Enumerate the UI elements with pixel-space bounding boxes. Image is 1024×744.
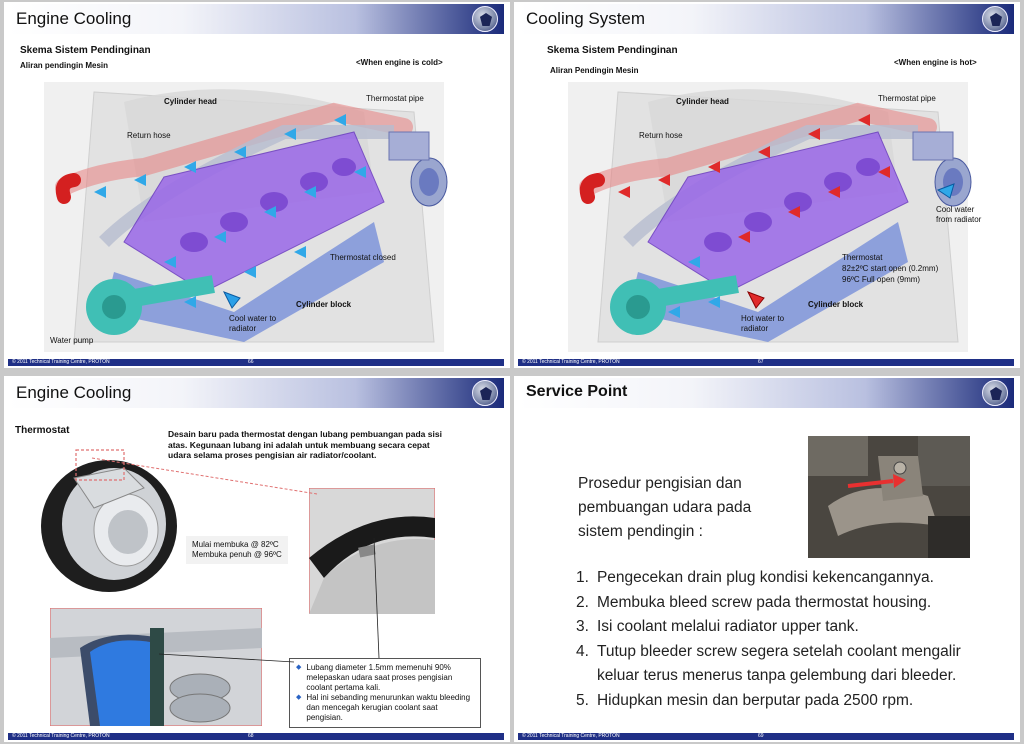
step-item: 2. Membuka bleed screw pada thermostat ho… bbox=[576, 591, 969, 616]
diagram-subheading: Aliran Pendingin Mesin bbox=[550, 66, 639, 75]
note-text: Lubang diameter 1.5mm memenuhi 90% melep… bbox=[306, 663, 453, 692]
label-thermostat-closed: Thermostat closed bbox=[330, 253, 396, 262]
label-cool-water-line2: radiator bbox=[229, 324, 257, 333]
step-text: Membuka bleed screw pada thermostat hous… bbox=[596, 593, 932, 611]
label-return-hose: Return hose bbox=[127, 131, 171, 140]
proton-logo-icon bbox=[982, 6, 1008, 32]
slide-header: Service Point bbox=[518, 378, 1014, 408]
label-thermostat-pipe: Thermostat pipe bbox=[366, 94, 424, 103]
step-item: 4. Tutup bleeder screw segera setelah coo… bbox=[576, 640, 969, 689]
slide-thermostat: Engine Cooling Thermostat Desain baru pa… bbox=[4, 376, 510, 742]
desc-line-1: Desain baru pada thermostat dengan luban… bbox=[168, 429, 442, 439]
slide-title: Service Point bbox=[526, 383, 628, 400]
label-thermostat-line1: Thermostat bbox=[842, 253, 883, 262]
step-text: Hidupkan mesin dan berputar pada 2500 rp… bbox=[596, 691, 914, 709]
proton-logo-icon bbox=[472, 380, 498, 406]
bleed-hole-zoom bbox=[309, 488, 435, 614]
step-number: 2. bbox=[576, 593, 589, 611]
proton-logo-icon bbox=[472, 6, 498, 32]
thermostat-heading: Thermostat bbox=[15, 425, 70, 436]
copyright: © 2011 Technical Training Centre, PROTON bbox=[12, 733, 110, 739]
diagram-subheading: Aliran pendingin Mesin bbox=[20, 61, 109, 70]
step-item: 1. Pengecekan drain plug kondisi kekencan… bbox=[576, 566, 969, 591]
leader-lines bbox=[158, 537, 380, 663]
label-thermostat-line3: 96ºC Full open (9mm) bbox=[842, 275, 921, 284]
bullet-diamond-icon: ◆ bbox=[296, 664, 302, 671]
label-thermostat-pipe: Thermostat pipe bbox=[878, 94, 936, 103]
slide-footer: © 2011 Technical Training Centre, PROTON… bbox=[8, 733, 504, 740]
label-return-hose: Return hose bbox=[639, 131, 683, 140]
step-text: Isi coolant melalui radiator upper tank. bbox=[596, 618, 859, 635]
slide-footer: © 2011 Technical Training Centre, PROTON… bbox=[8, 359, 504, 366]
label-cylinder-head: Cylinder head bbox=[164, 97, 217, 106]
label-cool-water-line1: Cool water to bbox=[229, 314, 277, 323]
proton-logo-icon bbox=[982, 380, 1008, 406]
desc-line-3: udara selama proses pengisian air radiat… bbox=[168, 450, 377, 460]
slide-service-point: Service Point Prosedur pengisian dan pem… bbox=[514, 376, 1020, 742]
page-number: 67 bbox=[758, 359, 764, 365]
copyright: © 2011 Technical Training Centre, PROTON bbox=[12, 359, 110, 365]
label-cool-water-line2: from radiator bbox=[936, 215, 982, 224]
slide-title: Engine Cooling bbox=[16, 383, 132, 402]
slide-title: Cooling System bbox=[526, 9, 646, 28]
label-thermostat-line2: 82±2ºC start open (0.2mm) bbox=[842, 264, 939, 273]
label-cylinder-block: Cylinder block bbox=[808, 300, 864, 309]
page-number: 69 bbox=[758, 733, 764, 739]
label-water-pump: Water pump bbox=[50, 336, 94, 345]
note-item: ◆ Hal ini sebanding menurunkan waktu ble… bbox=[296, 693, 474, 723]
temp-full-open: Membuka penuh @ 96ºC bbox=[192, 550, 282, 559]
step-text: Pengecekan drain plug kondisi kekencanga… bbox=[596, 569, 934, 586]
page-number: 68 bbox=[248, 733, 254, 739]
engine-condition: <When engine is hot> bbox=[894, 58, 977, 67]
engine-condition: <When engine is cold> bbox=[356, 58, 443, 67]
desc-line-2: atas. Kegunaan lubang ini adalah untuk m… bbox=[168, 439, 430, 450]
step-item: 3. Isi coolant melalui radiator upper tan… bbox=[576, 615, 969, 640]
bullet-diamond-icon: ◆ bbox=[296, 694, 302, 701]
slide-header: Engine Cooling bbox=[8, 378, 504, 408]
diagram-heading: Skema Sistem Pendinginan bbox=[20, 45, 151, 56]
slide-footer: © 2011 Technical Training Centre, PROTON… bbox=[518, 733, 1014, 740]
thermostat-description: Desain baru pada thermostat dengan luban… bbox=[168, 429, 442, 461]
service-intro: Prosedur pengisian dan pembuangan udara … bbox=[578, 475, 752, 540]
label-cylinder-head: Cylinder head bbox=[676, 97, 729, 106]
slide-header: Engine Cooling bbox=[8, 4, 504, 34]
slide-engine-cooling-cold: Engine Cooling Skema Sistem Pendinginan … bbox=[4, 2, 510, 368]
step-number: 3. bbox=[576, 618, 589, 635]
diagram-heading: Skema Sistem Pendinginan bbox=[547, 45, 678, 56]
engine-cooling-diagram-hot bbox=[568, 82, 972, 352]
slide-title: Engine Cooling bbox=[16, 9, 132, 28]
copyright: © 2011 Technical Training Centre, PROTON bbox=[522, 359, 620, 365]
slide-footer: © 2011 Technical Training Centre, PROTON… bbox=[518, 359, 1014, 366]
label-cylinder-block: Cylinder block bbox=[296, 300, 352, 309]
step-number: 1. bbox=[576, 569, 589, 586]
label-hot-water-line2: radiator bbox=[741, 324, 769, 333]
label-hot-water-line1: Hot water to bbox=[741, 314, 785, 323]
step-number: 5. bbox=[576, 691, 589, 709]
step-item: 5. Hidupkan mesin dan berputar pada 2500 … bbox=[576, 689, 969, 714]
note-item: ◆ Lubang diameter 1.5mm memenuhi 90% mel… bbox=[296, 663, 474, 693]
engine-cooling-diagram-cold bbox=[44, 82, 448, 352]
label-cool-water-line1: Cool water bbox=[936, 205, 975, 214]
copyright: © 2011 Technical Training Centre, PROTON bbox=[522, 733, 620, 739]
note-text: Hal ini sebanding menurunkan waktu bleed… bbox=[306, 693, 471, 722]
service-steps: 1. Pengecekan drain plug kondisi kekencan… bbox=[576, 566, 969, 713]
bleed-hole-notes: ◆ Lubang diameter 1.5mm memenuhi 90% mel… bbox=[289, 658, 481, 728]
slide-cooling-system-hot: Cooling System Skema Sistem Pendinginan … bbox=[514, 2, 1020, 368]
temp-start-open: Mulai membuka @ 82ºC bbox=[192, 540, 279, 549]
thermostat-section-image bbox=[50, 608, 262, 726]
thermostat-housing-photo bbox=[808, 436, 970, 558]
callout-line bbox=[91, 457, 318, 495]
step-number: 4. bbox=[576, 642, 589, 660]
step-text: Tutup bleeder screw segera setelah coola… bbox=[596, 642, 961, 685]
page-number: 66 bbox=[248, 359, 254, 365]
temperature-box: Mulai membuka @ 82ºC Membuka penuh @ 96º… bbox=[186, 536, 288, 564]
thermostat-image bbox=[41, 449, 177, 592]
slide-header: Cooling System bbox=[518, 4, 1014, 34]
